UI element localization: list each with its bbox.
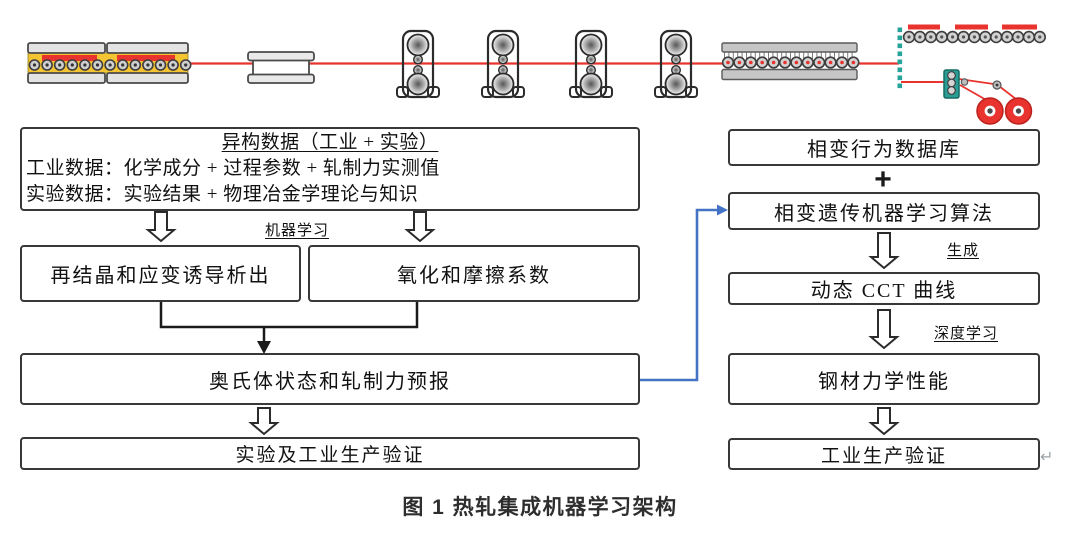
hetero-industrial-line: 工业数据：化学成分 + 过程参数 + 轧制力实测值 [26, 158, 440, 179]
arrow-steel-to-verify [868, 407, 900, 436]
phase-transition-database-box: 相变行为数据库 [728, 129, 1040, 166]
hetero-title: 异构数据（工业 + 实验） [221, 132, 439, 153]
heterogeneous-data-box: 异构数据（工业 + 实验） 工业数据：化学成分 + 过程参数 + 轧制力实测值 … [20, 127, 640, 211]
arrow-hetero-to-oxid [404, 211, 436, 243]
arrow-hetero-to-rex [145, 211, 177, 243]
plus-sign: + [874, 163, 892, 196]
coil-transfer-marker [897, 27, 903, 89]
paragraph-return-mark: ↵ [1040, 447, 1054, 466]
steel-mechanical-properties-box: 钢材力学性能 [728, 353, 1040, 405]
austenite-prediction-box: 奥氏体状态和轧制力预报 [20, 353, 640, 405]
finishing-stand-1 [395, 29, 441, 99]
finishing-stand-4 [653, 29, 699, 99]
industrial-production-verify-box: 工业生产验证 [728, 438, 1040, 470]
hetero-experimental-line: 实验数据：实验结果 + 物理冶金学理论与知识 [26, 184, 419, 205]
recrystallization-box: 再结晶和应变诱导析出 [20, 245, 301, 302]
generate-label: 生成 [946, 243, 979, 259]
figure-caption: 图 1 热轧集成机器学习架构 [402, 496, 678, 519]
dynamic-cct-curve-box: 动态 CCT 曲线 [728, 272, 1040, 305]
reheating-furnace [27, 42, 192, 84]
steel-coils [976, 97, 1033, 125]
experiment-industry-verify-box: 实验及工业生产验证 [20, 437, 640, 470]
hot-rolling-mill-illustration [27, 24, 1047, 125]
phase-genetic-ml-algorithm-box: 相变遗传机器学习算法 [728, 192, 1040, 230]
deep-learning-label: 深度学习 [933, 326, 998, 342]
pinch-roll-unit [901, 69, 1022, 104]
coiler-roller-table [902, 24, 1047, 44]
blue-crosslink-connector [640, 204, 728, 382]
machine-learning-label: 机器学习 [264, 223, 329, 239]
merge-connector [159, 302, 419, 354]
arrow-cct-to-steel [868, 309, 900, 350]
arrow-algorithm-to-cct [868, 232, 900, 270]
finishing-stand-3 [568, 29, 614, 99]
finishing-stand-2 [480, 29, 526, 99]
roughing-mill [247, 51, 315, 84]
laminar-cooling [721, 42, 860, 81]
arrow-austenite-to-verify [248, 407, 280, 436]
oxidation-friction-box: 氧化和摩擦系数 [308, 245, 640, 302]
